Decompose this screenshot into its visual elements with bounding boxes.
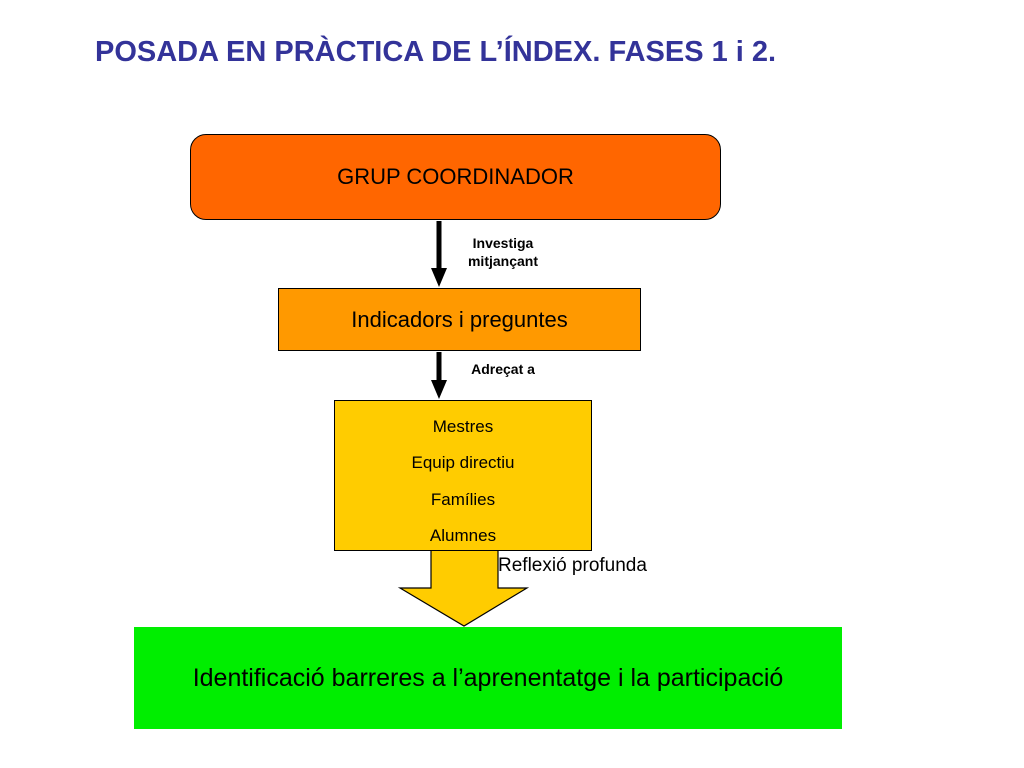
audience-node: Mestres Equip directiu Famílies Alumnes	[334, 400, 592, 551]
edge-label-investiga: Investiga mitjançant	[467, 235, 538, 269]
arrow-indicators-to-audience	[431, 352, 447, 399]
audience-item-management: Equip directiu	[411, 453, 515, 473]
edge-label-adrecat: Adreçat a	[471, 361, 535, 377]
audience-item-families: Famílies	[430, 489, 496, 509]
result-label: Identificació barreres a l’aprenentatge …	[192, 663, 784, 692]
coordinator-node: GRUP COORDINADOR	[190, 134, 721, 220]
edge-label-reflexio: Reflexió profunda	[498, 555, 647, 576]
indicators-label: Indicadors i preguntes	[351, 306, 568, 332]
audience-item-teachers: Mestres	[432, 417, 494, 436]
block-arrow-to-result	[397, 539, 530, 627]
arrow-coordinator-to-indicators	[431, 221, 447, 287]
page-title: POSADA EN PRÀCTICA DE L’ÍNDEX. FASES 1 i…	[95, 36, 777, 68]
result-node: Identificació barreres a l’aprenentatge …	[134, 627, 842, 729]
coordinator-label: GRUP COORDINADOR	[337, 164, 574, 189]
indicators-node: Indicadors i preguntes	[278, 288, 641, 351]
audience-item-students: Alumnes	[429, 525, 497, 545]
